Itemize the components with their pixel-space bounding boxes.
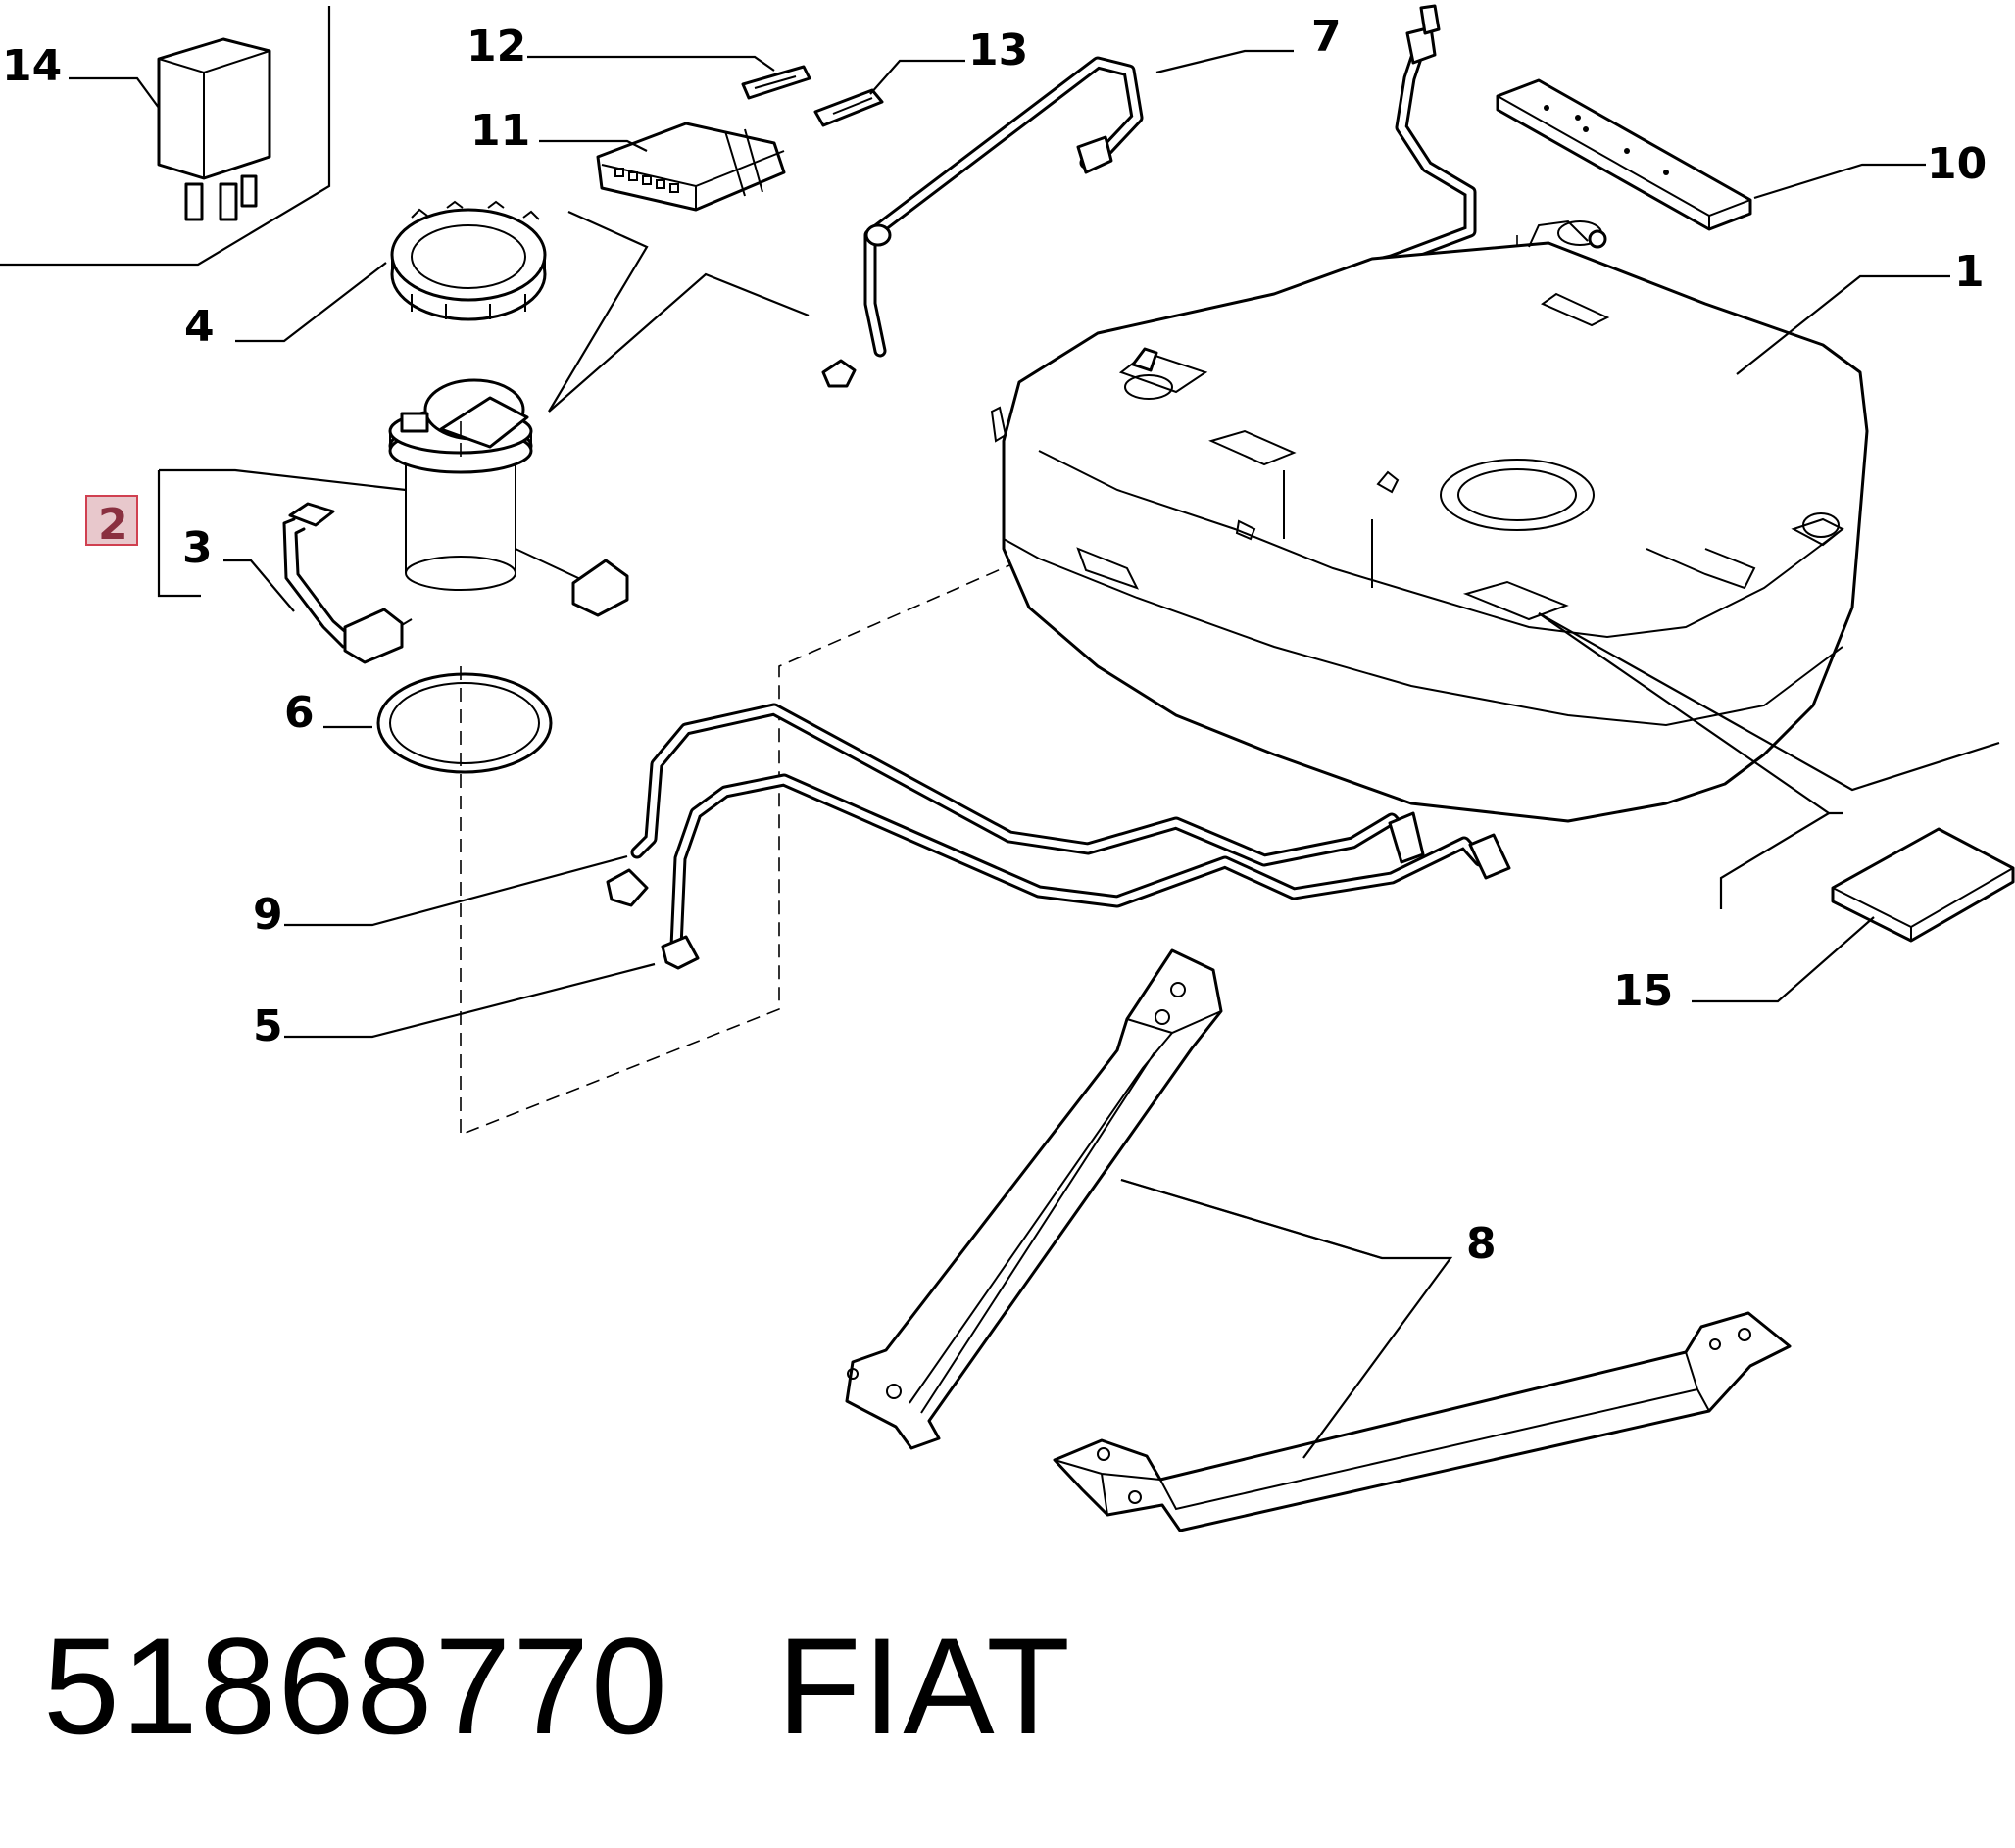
- bracket-2: [157, 470, 201, 598]
- leader-9: [284, 854, 628, 927]
- terminal-part-12: [741, 65, 811, 100]
- callout-4: 4: [184, 302, 215, 352]
- part-number: 51868770: [43, 1609, 669, 1763]
- relay-frame-line: [0, 6, 331, 267]
- leader-7: [1155, 49, 1294, 74]
- callout-8: 8: [1466, 1219, 1497, 1269]
- leader-13: [869, 59, 965, 95]
- leader-8: [1120, 1178, 1453, 1459]
- wiring-line-11a: [548, 210, 649, 413]
- wiring-line-11b: [548, 272, 810, 413]
- leader-5: [284, 962, 656, 1039]
- callout-14: 14: [2, 41, 62, 91]
- tank-line-15b: [1538, 612, 2000, 792]
- leader-8b: [1120, 1178, 1383, 1260]
- tank-strap-part-8-lower: [1053, 1311, 1792, 1532]
- filler-vent-pipe: [1367, 4, 1477, 271]
- leader-2: [159, 468, 407, 492]
- leader-14: [69, 76, 160, 109]
- tank-strap-part-8-upper: [845, 948, 1223, 1450]
- fuel-line-part-9: [606, 703, 1425, 907]
- tank-line-15c: [1719, 812, 1830, 909]
- callout-12: 12: [467, 22, 526, 72]
- leader-12: [527, 55, 775, 72]
- callout-13: 13: [968, 25, 1028, 75]
- lock-ring-part-4: [390, 200, 547, 321]
- brand-name: FIAT: [776, 1609, 1072, 1763]
- leader-4: [235, 262, 387, 343]
- leader-10: [1753, 163, 1926, 200]
- insulation-pad-part-10: [1496, 78, 1752, 231]
- relay-part-14: [157, 37, 271, 221]
- callout-10: 10: [1927, 139, 1987, 189]
- callout-6: 6: [284, 688, 315, 738]
- insulation-pad-part-15: [1831, 827, 2015, 943]
- callout-2: 2: [98, 500, 128, 550]
- callout-9: 9: [253, 890, 283, 940]
- callout-11: 11: [470, 106, 530, 156]
- leader-11: [539, 139, 648, 152]
- leader-1: [1736, 274, 1950, 375]
- connector-part-11: [596, 122, 786, 212]
- fuel-pump-part-2: [388, 378, 629, 617]
- connector-pins: [614, 168, 679, 193]
- callout-1: 1: [1954, 247, 1985, 297]
- fuel-line-part-5: [661, 773, 1511, 970]
- leader-3: [223, 559, 295, 612]
- callout-5: 5: [253, 1001, 283, 1051]
- callout-3: 3: [182, 523, 213, 573]
- level-sender-part-3: [282, 502, 413, 664]
- vent-hose-part-7: [821, 56, 1144, 388]
- callout-7: 7: [1311, 12, 1342, 62]
- fuel-tank-part-1: [990, 219, 1869, 823]
- leader-15: [1692, 916, 1875, 1003]
- footer-caption: 51868770 FIAT: [43, 1607, 1072, 1766]
- callout-2-highlight: [85, 495, 138, 546]
- callout-15: 15: [1613, 966, 1673, 1016]
- seal-ring-part-6: [376, 672, 553, 774]
- terminal-part-13: [813, 88, 884, 127]
